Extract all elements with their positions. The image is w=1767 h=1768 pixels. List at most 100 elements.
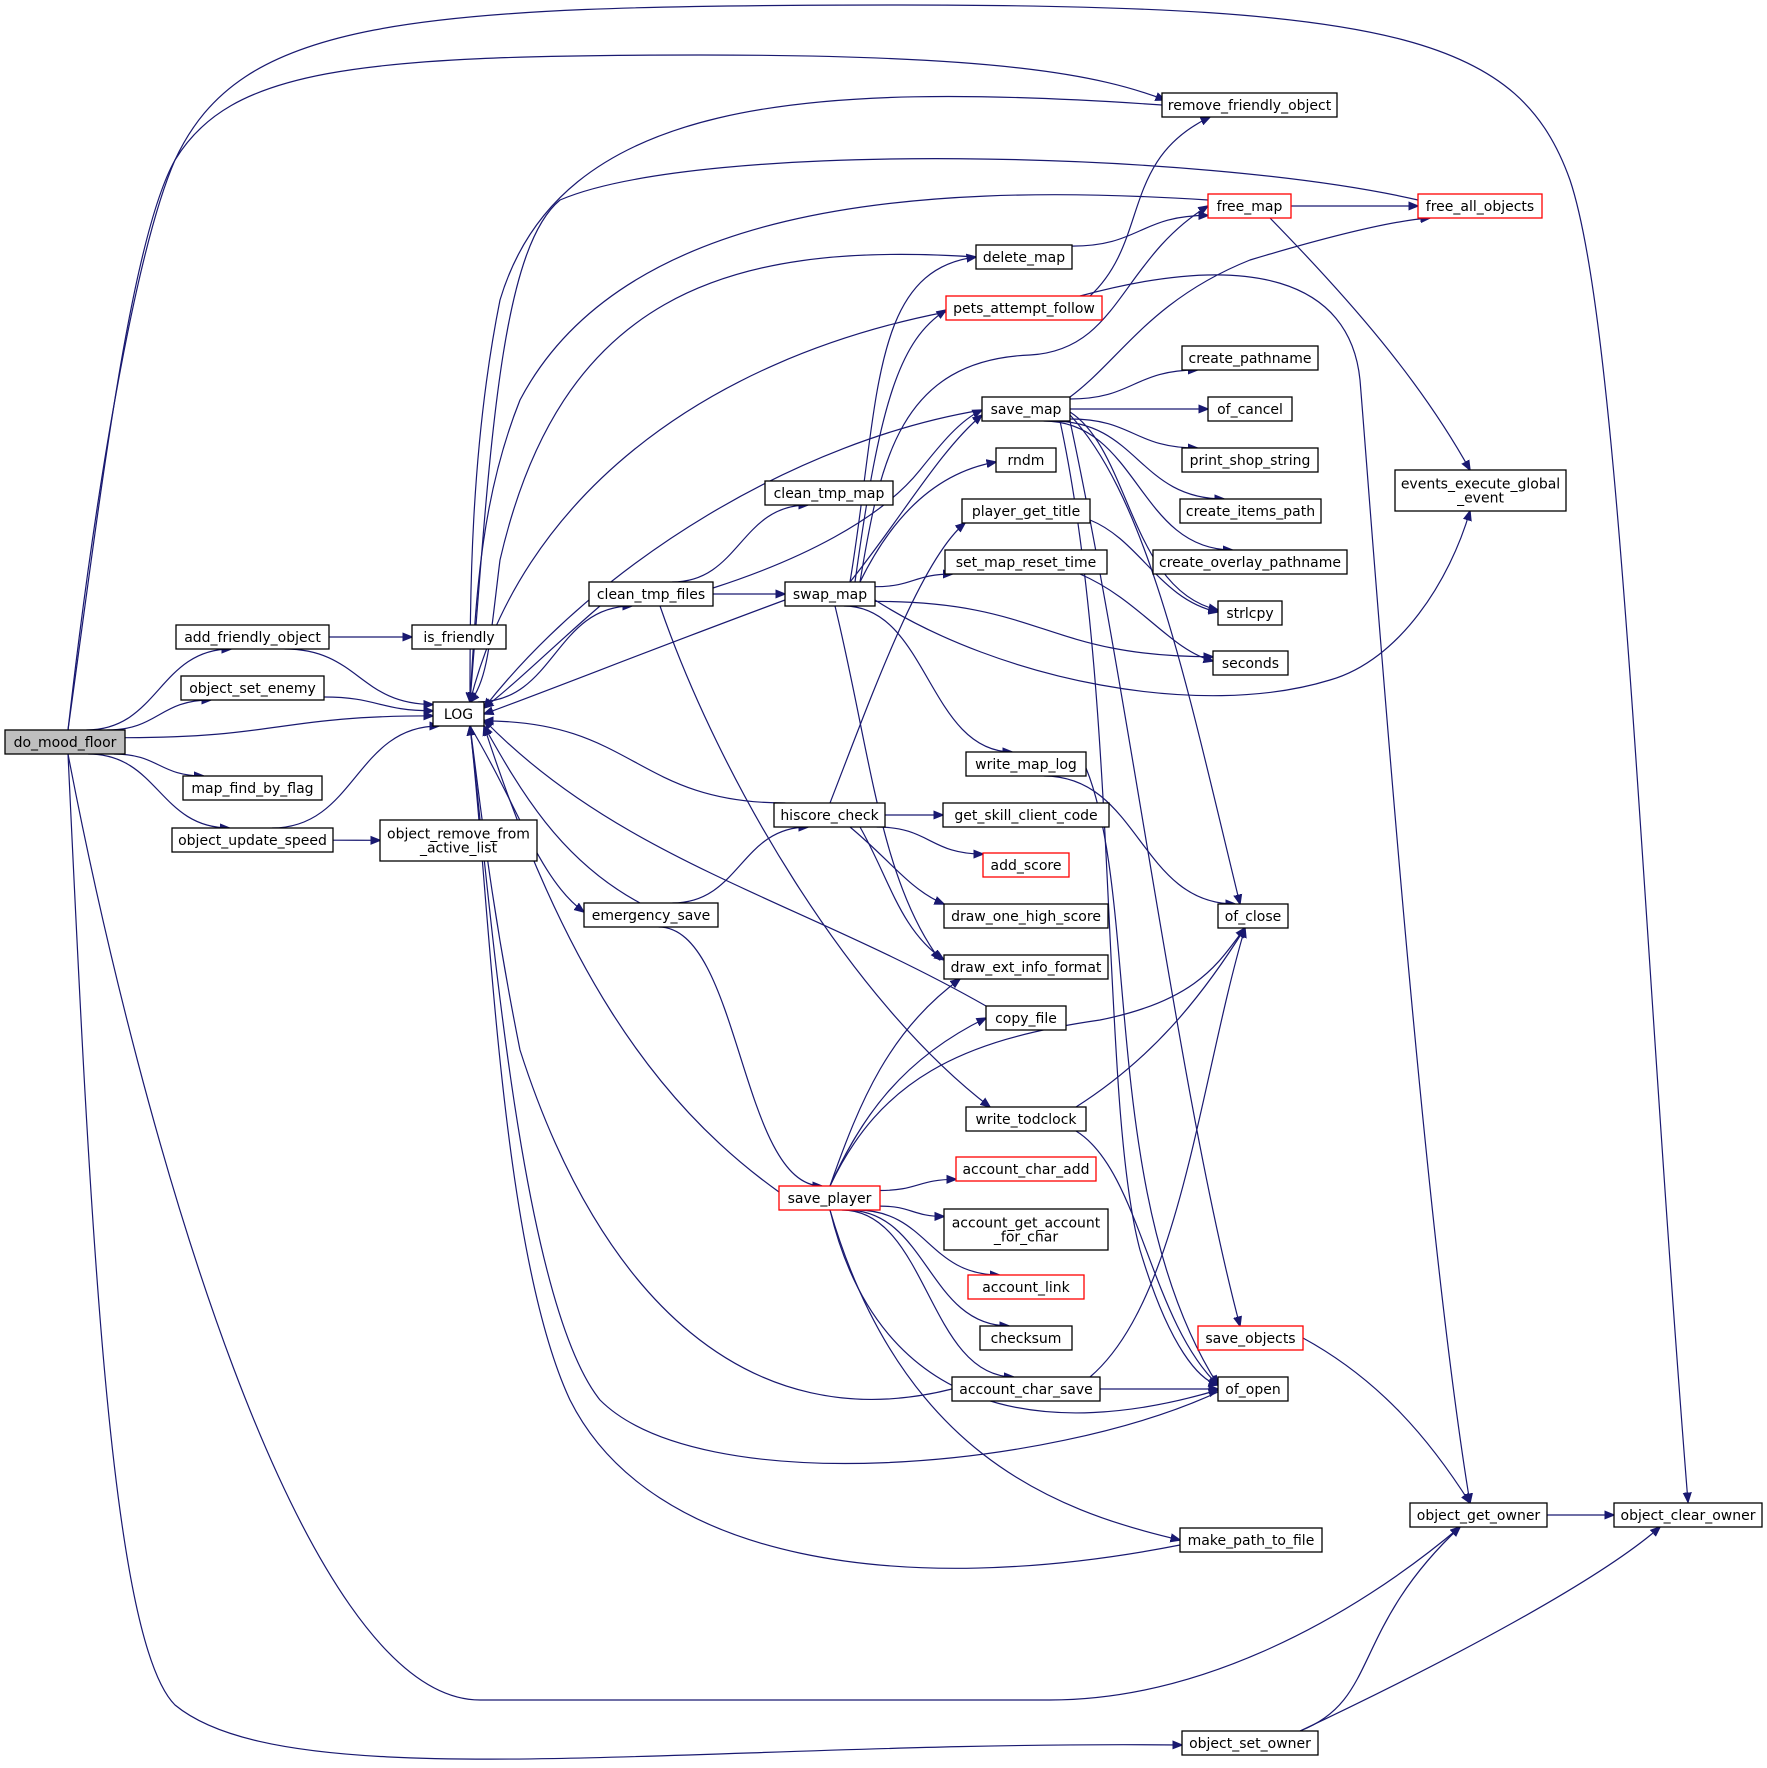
edge-save_player-to-checksum xyxy=(846,1209,1009,1326)
node-object_get_owner[interactable]: object_get_owner xyxy=(1409,1502,1548,1528)
node-label: account_get_account xyxy=(952,1216,1101,1232)
edge-write_map_log-to-of_open xyxy=(1085,767,1218,1385)
node-clean_tmp_map[interactable]: clean_tmp_map xyxy=(764,480,894,506)
node-label: delete_map xyxy=(983,250,1065,266)
node-label: free_all_objects xyxy=(1426,199,1534,215)
node-label: print_shop_string xyxy=(1190,453,1311,469)
node-object_set_enemy[interactable]: object_set_enemy xyxy=(180,675,325,701)
node-save_player[interactable]: save_player xyxy=(778,1185,881,1211)
node-of_open[interactable]: of_open xyxy=(1217,1376,1289,1402)
node-save_objects[interactable]: save_objects xyxy=(1197,1325,1304,1351)
node-label: do_mood_floor xyxy=(14,735,117,751)
node-box xyxy=(1197,1325,1304,1351)
node-label: player_get_title xyxy=(972,504,1080,520)
node-pets_attempt_follow[interactable]: pets_attempt_follow xyxy=(945,295,1103,321)
node-object_remove_from_active_list[interactable]: object_remove_from_active_list xyxy=(379,819,538,862)
node-box xyxy=(945,295,1103,321)
node-box xyxy=(1181,447,1319,473)
node-emergency_save[interactable]: emergency_save xyxy=(583,902,719,928)
node-rndm[interactable]: rndm xyxy=(995,447,1057,473)
node-player_get_title[interactable]: player_get_title xyxy=(961,498,1091,524)
node-make_path_to_file[interactable]: make_path_to_file xyxy=(1179,1527,1323,1553)
edge-do_mood_floor-to-map_find_by_flag xyxy=(113,753,204,776)
node-create_pathname[interactable]: create_pathname xyxy=(1181,345,1319,371)
node-account_get_account_for_char[interactable]: account_get_account_for_char xyxy=(943,1208,1109,1251)
node-print_shop_string[interactable]: print_shop_string xyxy=(1181,447,1319,473)
node-label: object_remove_from xyxy=(387,827,530,843)
node-account_char_add[interactable]: account_char_add xyxy=(955,1156,1097,1182)
node-checksum[interactable]: checksum xyxy=(979,1325,1073,1351)
node-swap_map[interactable]: swap_map xyxy=(784,581,876,607)
node-is_friendly[interactable]: is_friendly xyxy=(411,624,507,650)
edge-write_todclock-to-of_close xyxy=(1075,928,1245,1108)
node-box xyxy=(943,1208,1109,1251)
edge-remove_friendly_object-to-LOG xyxy=(470,95,1163,702)
edge-save_player-to-account_get_account_for_char xyxy=(879,1205,944,1216)
node-free_map[interactable]: free_map xyxy=(1207,193,1292,219)
node-box xyxy=(975,244,1073,270)
node-box xyxy=(182,775,323,801)
node-map_find_by_flag[interactable]: map_find_by_flag xyxy=(182,775,323,801)
node-create_overlay_pathname[interactable]: create_overlay_pathname xyxy=(1152,549,1348,575)
node-free_all_objects[interactable]: free_all_objects xyxy=(1417,193,1543,219)
node-label: is_friendly xyxy=(423,630,494,646)
node-write_map_log[interactable]: write_map_log xyxy=(965,751,1087,777)
node-draw_one_high_score[interactable]: draw_one_high_score xyxy=(943,903,1109,929)
node-of_close[interactable]: of_close xyxy=(1217,903,1289,929)
node-label: set_map_reset_time xyxy=(956,555,1097,571)
edge-save_player-to-draw_ext_info_format xyxy=(829,979,960,1187)
edge-free_map-to-events_execute_global_event xyxy=(1269,217,1470,470)
node-clean_tmp_files[interactable]: clean_tmp_files xyxy=(588,581,714,607)
node-create_items_path[interactable]: create_items_path xyxy=(1179,498,1322,524)
edge-save_map-to-of_close xyxy=(1069,414,1240,904)
node-box xyxy=(965,751,1087,777)
edge-do_mood_floor-to-object_get_owner xyxy=(67,753,1460,1701)
node-label: object_update_speed xyxy=(178,833,327,849)
node-box xyxy=(432,701,485,727)
edge-swap_map-to-rndm xyxy=(859,462,996,583)
node-hiscore_check[interactable]: hiscore_check xyxy=(773,802,886,828)
edge-do_mood_floor-to-object_set_owner xyxy=(67,753,1182,1760)
edge-save_map-to-create_items_path xyxy=(1052,420,1224,499)
node-LOG[interactable]: LOG xyxy=(432,701,485,727)
node-set_map_reset_time[interactable]: set_map_reset_time xyxy=(944,549,1108,575)
node-box xyxy=(943,903,1109,929)
node-account_link[interactable]: account_link xyxy=(967,1274,1085,1300)
node-get_skill_client_code[interactable]: get_skill_client_code xyxy=(942,802,1110,828)
edge-copy_file-to-LOG xyxy=(484,720,987,1007)
node-object_clear_owner[interactable]: object_clear_owner xyxy=(1613,1502,1763,1528)
node-label: of_open xyxy=(1225,1382,1280,1398)
node-add_score[interactable]: add_score xyxy=(982,852,1070,878)
edge-hiscore_check-to-LOG xyxy=(484,721,786,804)
edge-swap_map-to-save_map xyxy=(849,415,982,583)
node-label: _event xyxy=(1456,491,1504,507)
node-box xyxy=(1409,1502,1548,1528)
node-strlcpy[interactable]: strlcpy xyxy=(1217,600,1283,626)
node-draw_ext_info_format[interactable]: draw_ext_info_format xyxy=(943,954,1109,980)
node-box xyxy=(1212,650,1289,676)
node-remove_friendly_object[interactable]: remove_friendly_object xyxy=(1161,92,1338,118)
node-box xyxy=(784,581,876,607)
edge-account_char_save-to-of_close xyxy=(1089,928,1245,1378)
node-of_cancel[interactable]: of_cancel xyxy=(1207,396,1293,422)
node-delete_map[interactable]: delete_map xyxy=(975,244,1073,270)
node-events_execute_global_event[interactable]: events_execute_global_event xyxy=(1394,469,1567,512)
node-label: object_clear_owner xyxy=(1621,1508,1756,1524)
node-box xyxy=(1217,1376,1289,1402)
node-write_todclock[interactable]: write_todclock xyxy=(965,1106,1087,1132)
node-label: save_objects xyxy=(1205,1331,1295,1347)
node-add_friendly_object[interactable]: add_friendly_object xyxy=(175,624,330,650)
node-object_update_speed[interactable]: object_update_speed xyxy=(171,827,334,853)
edge-clean_tmp_files-to-LOG xyxy=(484,605,601,708)
node-save_map[interactable]: save_map xyxy=(981,396,1071,422)
node-seconds[interactable]: seconds xyxy=(1212,650,1289,676)
node-account_char_save[interactable]: account_char_save xyxy=(951,1376,1101,1402)
node-label: save_player xyxy=(788,1191,872,1207)
edge-do_mood_floor-to-LOG xyxy=(124,716,433,739)
edge-save_map-to-of_open xyxy=(1059,420,1218,1385)
node-do_mood_floor[interactable]: do_mood_floor xyxy=(4,729,126,755)
node-label: add_friendly_object xyxy=(184,630,321,646)
node-object_set_owner[interactable]: object_set_owner xyxy=(1181,1730,1319,1756)
node-copy_file[interactable]: copy_file xyxy=(985,1005,1067,1031)
